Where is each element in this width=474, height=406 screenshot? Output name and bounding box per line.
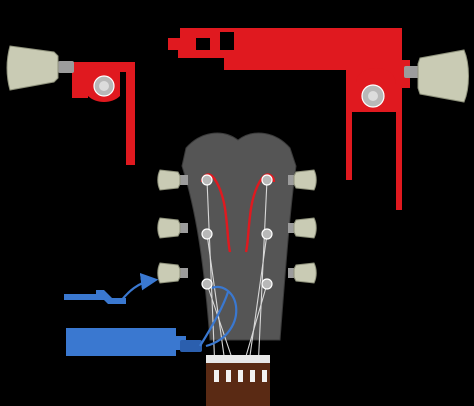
fret-marker (238, 370, 243, 382)
string-1 (206, 179, 216, 371)
fret-marker (214, 370, 219, 382)
tuner-post-icon (261, 174, 273, 186)
tuner-post-icon (201, 278, 213, 290)
blue-string-end (180, 340, 202, 352)
tuner-post-icon (261, 228, 273, 240)
red-step-1 (196, 38, 210, 50)
tuner-shaft (178, 175, 188, 185)
tuner-shaft (58, 61, 74, 73)
string-2 (206, 233, 227, 371)
red-step-2 (220, 32, 234, 50)
tuner-posts (201, 174, 273, 290)
tuner-post-hole (368, 91, 378, 101)
tuner-peg-icon (293, 217, 317, 239)
tuner-peg-icon (293, 262, 317, 284)
fret-marker (262, 370, 267, 382)
blue-route-line (199, 291, 230, 347)
tuner-shaft (404, 66, 420, 78)
tuners-right (288, 169, 317, 284)
tuners-left (157, 169, 188, 284)
tuner-post-icon (201, 174, 213, 186)
red-left-detail (6, 45, 135, 165)
red-right-detail (168, 28, 469, 210)
blue-detail (64, 272, 238, 356)
string-5 (247, 233, 268, 371)
tuner-peg-icon (157, 262, 181, 284)
red-route-right (244, 173, 276, 253)
blue-small-bracket (64, 290, 126, 304)
fretboard (206, 363, 270, 406)
string-4 (257, 179, 268, 371)
curved-arrow-icon (119, 272, 159, 303)
tuner-peg-icon (293, 169, 317, 191)
tuner-shaft (288, 268, 298, 278)
tuner-peg-icon (157, 217, 181, 239)
tuner-post-icon (261, 278, 273, 290)
nut (206, 355, 270, 363)
tuner-peg-icon (417, 49, 469, 103)
red-left-bracket (72, 62, 135, 165)
tuner-shaft (178, 268, 188, 278)
blue-wrap-line (205, 285, 238, 348)
fret-marker (250, 370, 255, 382)
tuner-peg-icon (6, 45, 59, 91)
tuner-post-hole (99, 81, 109, 91)
tuner-peg-icon (157, 169, 181, 191)
tuner-shaft (288, 223, 298, 233)
headstock (157, 132, 317, 406)
tuner-shaft (288, 175, 298, 185)
tuner-post-icon (201, 228, 213, 240)
blue-large-bracket (66, 328, 186, 356)
fret-marker (226, 370, 231, 382)
tuner-shaft (178, 223, 188, 233)
fret-markers (214, 370, 267, 382)
red-right-bracket (168, 28, 410, 210)
